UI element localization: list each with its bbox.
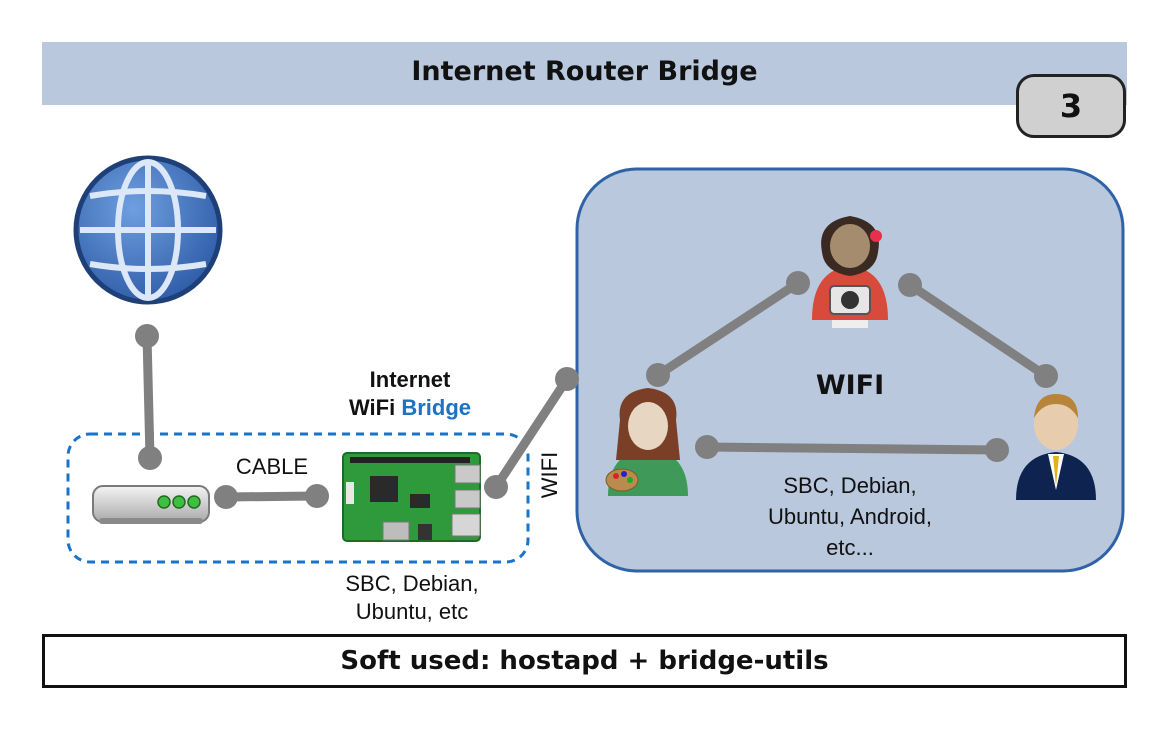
link-globe-router	[142, 331, 155, 463]
businessman-user-icon	[1016, 394, 1096, 500]
photographer-user-icon	[812, 216, 888, 328]
page-title: Internet Router Bridge	[411, 56, 758, 87]
globe-icon	[73, 155, 223, 305]
title-bar: Internet Router Bridge	[42, 42, 1127, 105]
link-artist-photographer	[653, 278, 803, 380]
raspberry-pi-board-icon	[342, 452, 481, 542]
link-artist-businessman	[702, 442, 1002, 455]
bridge-boundary	[66, 432, 530, 564]
bridge-title-line1: Internet	[369, 367, 451, 392]
bridge-title-line2: WiFi Bridge	[320, 394, 500, 422]
bridge-title-prefix: WiFi	[348, 395, 396, 420]
clients-os-line1: SBC, Debian,	[783, 473, 917, 498]
bridge-title-accent: Bridge	[401, 395, 472, 420]
bridge-os-line2: Ubuntu, etc	[355, 599, 469, 624]
link-router-pi	[221, 491, 322, 502]
clients-os-line2: Ubuntu, Android,	[768, 504, 932, 529]
link-pi-wifi	[491, 374, 572, 492]
bridge-os-line1: SBC, Debian,	[345, 571, 479, 596]
connection-links	[142, 278, 1051, 502]
router-icon	[92, 485, 210, 524]
clients-os-text: SBC, Debian, Ubuntu, Android, etc...	[720, 470, 980, 563]
software-footer: Soft used: hostapd + bridge-utils	[42, 634, 1127, 688]
cable-label: CABLE	[235, 454, 309, 479]
wifi-network-area	[575, 167, 1125, 573]
wifi-area-label: WIFI	[815, 370, 885, 401]
bridge-title: Internet WiFi Bridge	[320, 366, 500, 422]
link-endpoints	[135, 271, 1058, 509]
clients-os-line3: etc...	[826, 535, 874, 560]
artist-user-icon	[605, 388, 688, 496]
slide-number-badge: 3	[1016, 74, 1126, 138]
bridge-os-text: SBC, Debian, Ubuntu, etc	[302, 570, 522, 626]
wifi-link-label: WIFI	[537, 451, 562, 499]
link-photographer-businessman	[905, 280, 1051, 381]
